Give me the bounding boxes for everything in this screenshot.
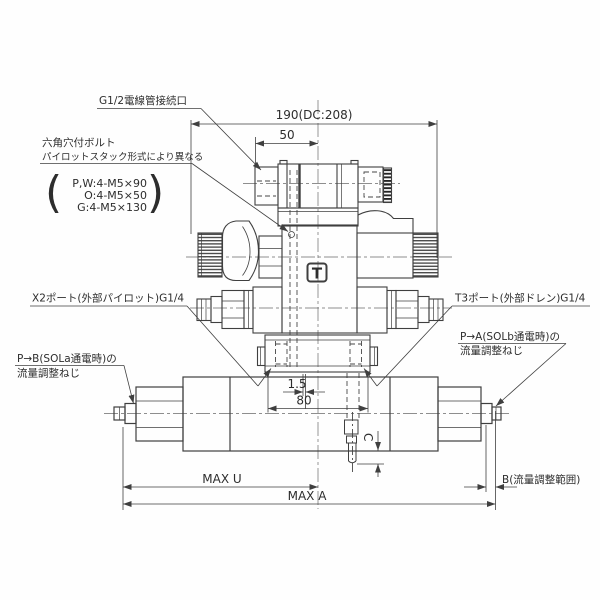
dim-center-offset: 1.5 <box>283 374 325 409</box>
manual-override-right <box>412 232 439 278</box>
bolt-spec-o: O:4-M5×50 <box>84 189 147 202</box>
dim-b-range: B(流量調整範囲) <box>464 425 580 492</box>
callout-x2-port: X2ポート(外部パイロット)G1/4 <box>30 292 272 387</box>
maker-logo-letter: T <box>312 265 323 283</box>
bolt-spec-pw: P,W:4-M5×90 <box>72 177 147 190</box>
dim-overall-top-text: 190(DC:208) <box>276 108 353 122</box>
drain-pin <box>344 419 359 464</box>
label-b-range: B(流量調整範囲) <box>502 473 580 486</box>
terminal-strip <box>382 167 393 204</box>
callout-t3-port: T3ポート(外部ドレン)G1/4 <box>363 292 590 387</box>
pa-adjust-screw <box>491 406 502 421</box>
maker-logo: T <box>306 262 328 283</box>
callout-hex-bolt: 六角穴付ボルト パイロットスタック形式により異なる ( ) P,W:4-M5×9… <box>40 136 295 238</box>
dim-port-spacing: 80 <box>267 374 369 413</box>
hidden-lines <box>257 170 381 472</box>
x2-port-plug <box>196 289 254 330</box>
sol-a-housing <box>221 220 260 282</box>
right-end-cap <box>437 386 502 442</box>
label-pa-adjust-line1: P→A(SOLb通電時)の <box>460 331 560 343</box>
dim-port-spacing-text: 80 <box>296 394 311 408</box>
dim-max-a-text: MAX A <box>288 489 328 503</box>
bolt-spec-paren-close: ) <box>147 167 164 218</box>
callout-conduit: G1/2電線管接続口 <box>97 94 262 171</box>
manual-override-left <box>197 232 223 278</box>
pilot-valve-body <box>281 224 358 334</box>
bolt-spec-paren-open: ( <box>45 167 62 218</box>
label-hex-bolt-line2: パイロットスタック形式により異なる <box>42 151 203 163</box>
sol-b-housing <box>356 232 414 279</box>
port-fittings <box>196 286 444 334</box>
label-t3-port: T3ポート(外部ドレン)G1/4 <box>454 292 586 305</box>
dim-max-u: MAX U <box>122 427 318 510</box>
t3-port-plug <box>386 289 444 330</box>
label-pb-adjust-line1: P→B(SOLa通電時)の <box>17 353 117 365</box>
dim-overall-top: 190(DC:208) <box>190 108 438 258</box>
mounting-flange <box>256 334 379 373</box>
dim-center-offset-text: 1.5 <box>287 377 306 391</box>
solenoid-coil-assembly <box>254 159 414 233</box>
dimensions: 190(DC:208) 50 1.5 80 C <box>122 108 580 510</box>
label-conduit-port: G1/2電線管接続口 <box>99 94 187 107</box>
callout-labels: G1/2電線管接続口 六角穴付ボルト パイロットスタック形式により異なる ( )… <box>15 94 590 407</box>
center-lines <box>104 100 512 509</box>
label-pb-adjust-line2: 流量調整ねじ <box>17 367 80 380</box>
dim-max-a: MAX A <box>123 411 496 510</box>
pilot-valve <box>197 220 439 334</box>
dim-protrusion: C <box>357 431 384 477</box>
callout-pb-adjust: P→B(SOLa通電時)の 流量調整ねじ <box>15 353 135 404</box>
callout-pa-adjust: P→A(SOLb通電時)の 流量調整ねじ <box>458 331 567 407</box>
cable-duct <box>357 210 414 233</box>
label-hex-bolt-line1: 六角穴付ボルト <box>42 136 116 149</box>
dim-protrusion-text: C <box>361 433 375 441</box>
dim-max-u-text: MAX U <box>202 472 241 486</box>
label-x2-port: X2ポート(外部パイロット)G1/4 <box>32 292 184 305</box>
bolt-spec-g: G:4-M5×130 <box>77 201 147 214</box>
dim-conduit-offset-text: 50 <box>279 128 294 142</box>
dim-conduit-offset: 50 <box>255 128 318 164</box>
label-pa-adjust-line2: 流量調整ねじ <box>460 344 523 357</box>
left-end-cap <box>113 386 184 442</box>
bolt-head <box>288 231 295 238</box>
main-valve-body <box>113 376 502 464</box>
